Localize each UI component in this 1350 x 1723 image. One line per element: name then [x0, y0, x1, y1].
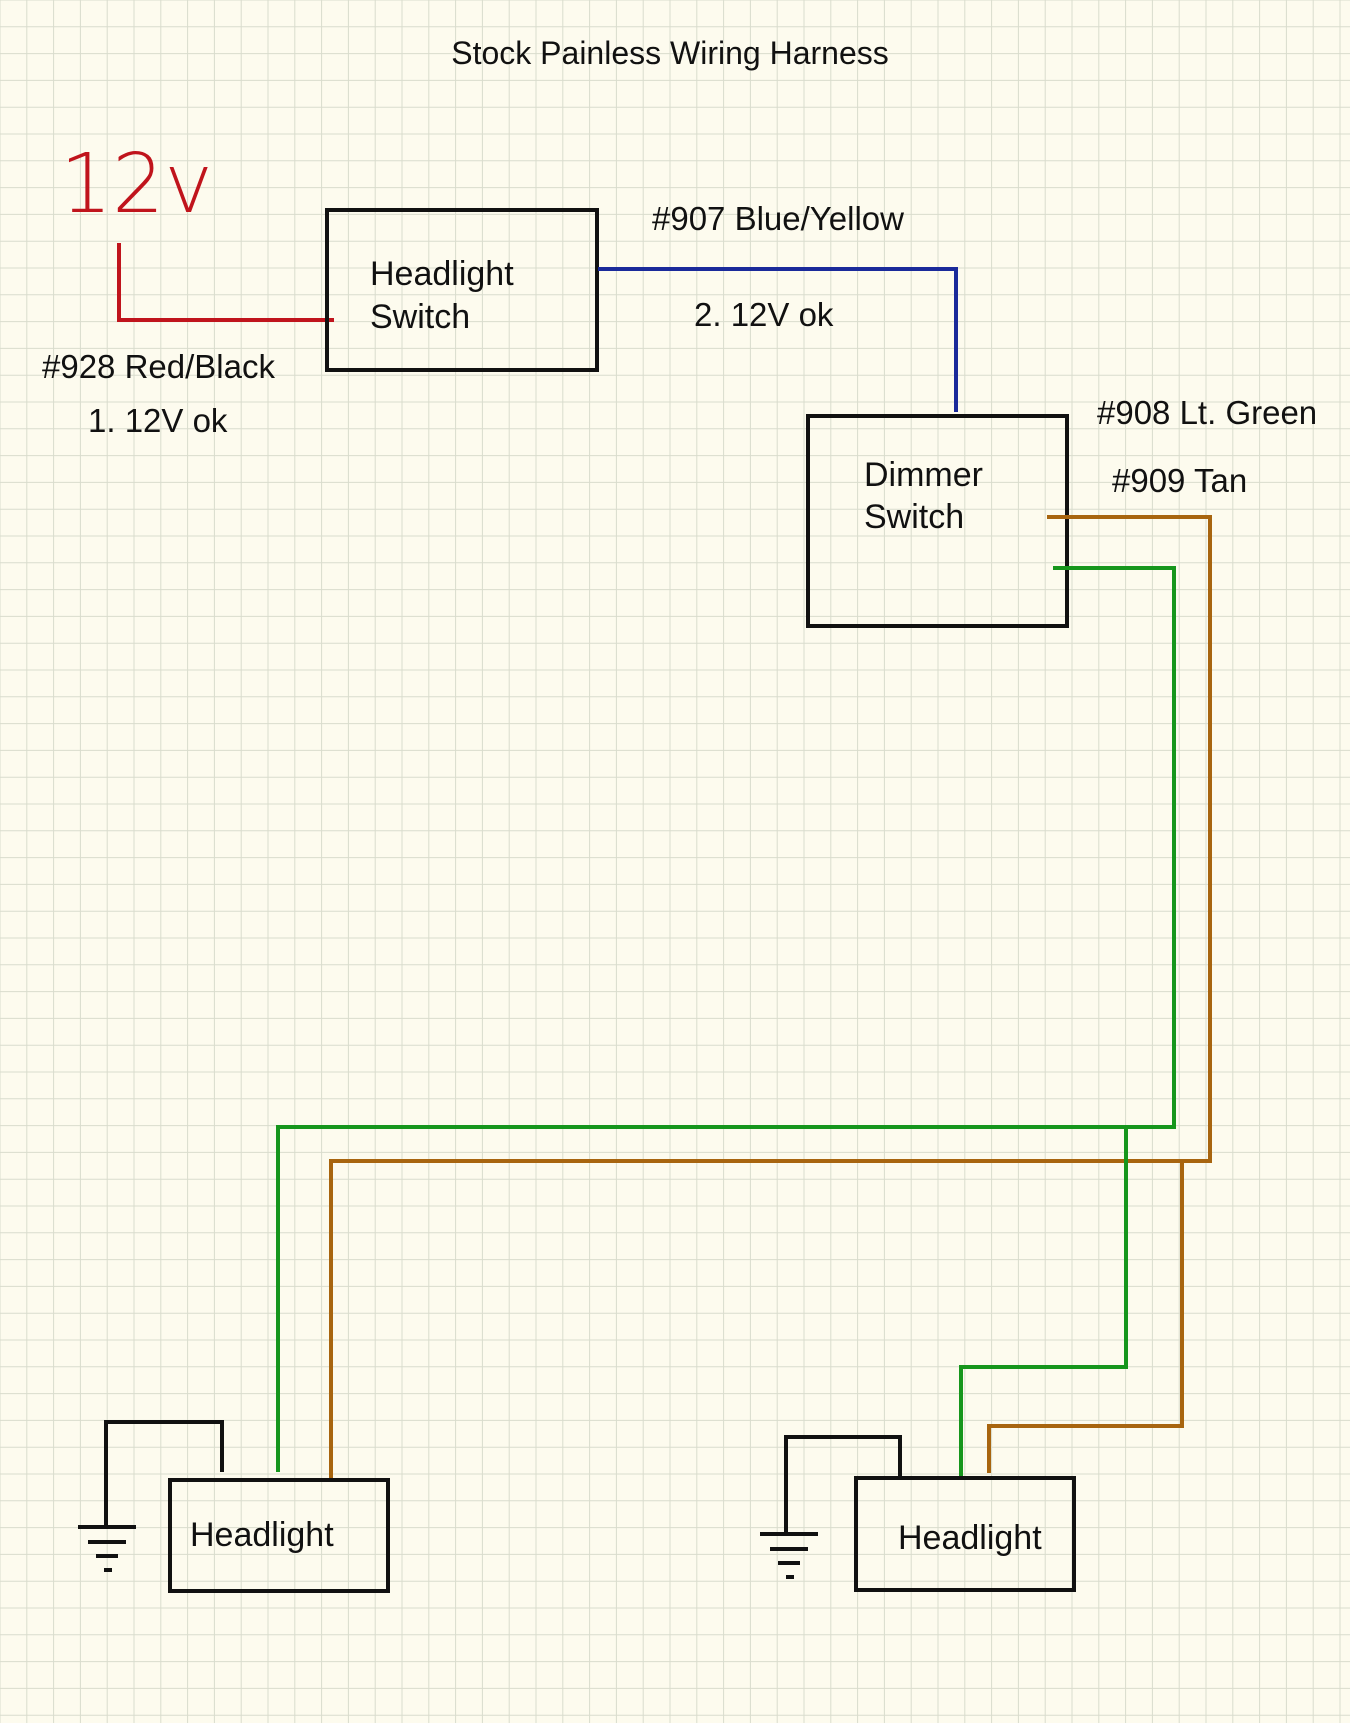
headlight-switch-label-line2: Switch: [370, 298, 470, 336]
wire-lt-green-label: #908 Lt. Green: [1097, 394, 1317, 431]
right-headlight-label: Headlight: [898, 1519, 1042, 1557]
wire-blue-yellow-label: #907 Blue/Yellow: [652, 200, 904, 237]
dimmer-switch-label-line1: Dimmer: [864, 456, 983, 494]
wire-tan-label: #909 Tan: [1112, 462, 1247, 499]
wire-blue-yellow-note: 2. 12V ok: [694, 296, 834, 333]
wire-tan-to-left-headlight: [329, 515, 1212, 1481]
wire-blue-yellow: [598, 267, 958, 412]
power-source-label: 12v: [60, 137, 213, 232]
left-ground-icon: [78, 1420, 224, 1572]
wire-red-black-note: 1. 12V ok: [88, 402, 228, 439]
wire-lt-green-to-left-headlight: [276, 566, 1176, 1472]
dimmer-switch-label-line2: Switch: [864, 498, 964, 536]
right-headlight-box: [854, 1476, 1076, 1592]
wire-red-black-label: #928 Red/Black: [42, 348, 275, 385]
left-headlight-label: Headlight: [190, 1516, 334, 1554]
diagram-title: Stock Painless Wiring Harness: [451, 35, 888, 71]
wire-tan-to-right-headlight: [987, 1161, 1184, 1473]
left-headlight-box: [168, 1478, 390, 1593]
right-ground-icon: [760, 1435, 902, 1579]
wire-red-black: [117, 243, 334, 322]
dimmer-switch-box: [806, 414, 1069, 628]
headlight-switch-label-line1: Headlight: [370, 255, 514, 293]
wire-lt-green-to-right-headlight: [959, 1127, 1128, 1478]
headlight-switch-box: [325, 208, 599, 372]
